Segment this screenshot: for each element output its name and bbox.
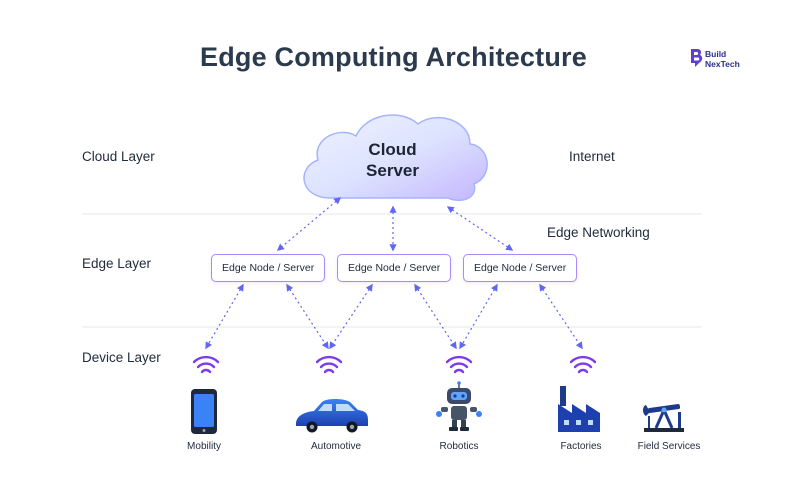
device-layer-label: Device Layer (82, 350, 161, 365)
device-label-robotics: Robotics (439, 441, 479, 452)
edge-node-2: Edge Node / Server (337, 254, 452, 282)
car-icon (296, 399, 368, 433)
internet-label: Internet (569, 149, 615, 164)
wifi-icon (192, 355, 220, 374)
cloud-shape (303, 114, 488, 202)
device-label-mobility: Mobility (187, 441, 221, 452)
edge-device-connectors (205, 283, 583, 350)
cloud-server-label: Cloud Server (320, 139, 465, 181)
smartphone-icon (191, 389, 217, 434)
robot-icon (436, 381, 482, 431)
edge-layer-label: Edge Layer (82, 256, 152, 271)
device-label-field-services: Field Services (637, 441, 701, 452)
logo-text: Build NexTech (705, 49, 740, 69)
logo-line1: Build (705, 49, 727, 59)
cloud-label-line1: Cloud (368, 140, 417, 159)
wifi-icon (569, 355, 597, 374)
wifi-icon (315, 355, 343, 374)
logo-mark-icon (691, 49, 703, 67)
connector-node2-robotics (414, 283, 457, 350)
edge-node-3: Edge Node / Server (463, 254, 578, 282)
device-label-factories: Factories (560, 441, 602, 452)
connector-node2-automotive (329, 283, 373, 350)
edge-networking-label: Edge Networking (547, 225, 650, 240)
connector-node1-mobility (205, 283, 244, 350)
wifi-icon (445, 355, 473, 374)
page-title: Edge Computing Architecture (200, 42, 587, 72)
factory-icon (558, 386, 600, 432)
cloud-layer-label: Cloud Layer (82, 149, 155, 164)
cloud-label-line2: Server (366, 161, 419, 180)
edge-node-1: Edge Node / Server (211, 254, 326, 282)
connector-node3-factories (539, 283, 583, 350)
logo-line2: NexTech (705, 59, 740, 69)
connector-cloud-node1 (276, 197, 342, 251)
wifi-icons (192, 355, 597, 374)
connector-node1-automotive (286, 283, 329, 350)
oil-pump-icon (643, 403, 684, 432)
cloud-edge-connectors (276, 197, 514, 252)
device-label-automotive: Automotive (310, 441, 362, 452)
brand-logo: Build NexTech (690, 48, 770, 70)
connector-node3-robotics (459, 283, 498, 350)
connector-cloud-node3 (446, 206, 514, 251)
